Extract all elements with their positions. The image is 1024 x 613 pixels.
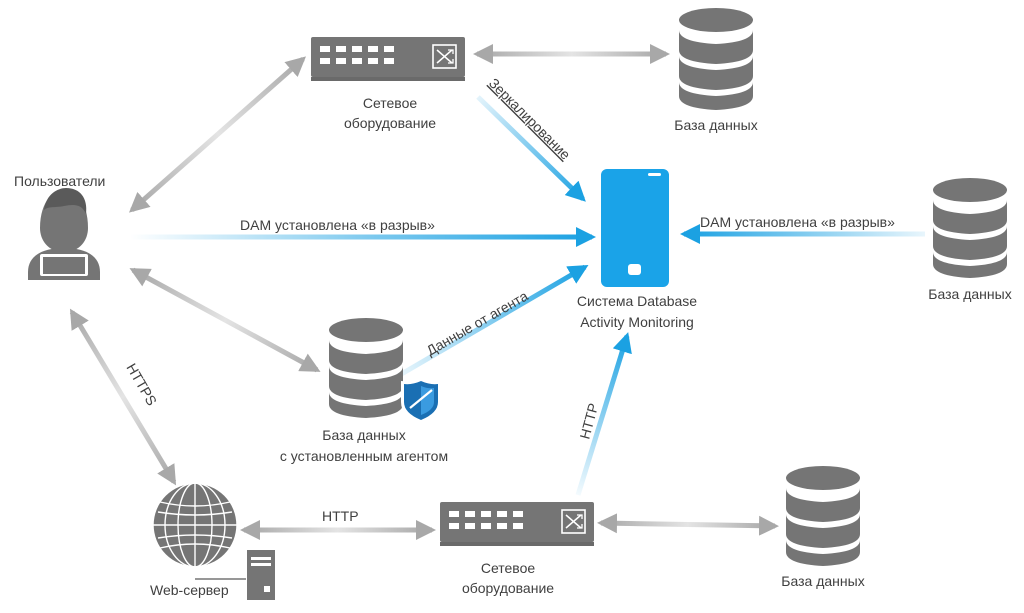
users-node: Пользователи [14,173,105,280]
db-bottom-right-label: База данных [781,573,864,589]
users-label: Пользователи [14,173,105,189]
database-icon [329,318,403,418]
db-top-right-node: База данных [674,8,758,133]
web-server-label: Web-сервер [150,582,229,598]
edge-agent-data [396,264,589,379]
db-right-label: База данных [928,286,1011,302]
switch-bottom-label-line1: Сетевое [481,560,536,576]
switch-bottom-node: Сетевое оборудование [440,502,594,596]
edge-users-switch-top [129,56,306,213]
switch-top-label-line2: оборудование [344,115,436,131]
dam-label-line1: Система Database [577,293,697,309]
shield-icon [401,377,441,424]
db-right-node: База данных [928,178,1012,302]
db-agent-label-line2: с установленным агентом [280,448,448,464]
network-switch-icon [440,502,594,546]
db-agent-node: База данных с установленным агентом [280,318,448,464]
dam-node: Система Database Activity Monitoring [577,169,697,330]
db-agent-label-line1: База данных [322,427,405,443]
label-inline-left: DAM установлена «в разрыв» [240,217,435,233]
edge-http-vertical [575,332,632,496]
switch-bottom-label-line2: оборудование [462,580,554,596]
switch-top-label-line1: Сетевое [363,95,418,111]
label-inline-right: DAM установлена «в разрыв» [700,214,895,230]
dam-appliance-icon [601,169,669,287]
switch-top-node: Сетевое оборудование [311,37,465,131]
edge-users-web-server [69,308,177,486]
server-icon [245,548,277,602]
label-agent-data: Данные от агента [424,287,531,358]
database-icon [679,8,753,110]
globe-icon [152,482,238,568]
network-switch-icon [311,37,465,81]
web-server-node: Web-сервер [150,482,277,602]
label-http-horizontal: HTTP [322,508,359,524]
db-bottom-right-node: База данных [781,466,865,589]
label-https: HTTPS [123,361,160,409]
dam-label-line2: Activity Monitoring [580,314,694,330]
database-icon [933,178,1007,278]
database-icon [786,466,860,566]
edge-mirroring [476,95,586,202]
edge-users-agent-db [129,267,321,373]
user-icon [28,188,100,280]
edge-switch-bottom-db [597,513,779,536]
db-top-right-label: База данных [674,117,757,133]
